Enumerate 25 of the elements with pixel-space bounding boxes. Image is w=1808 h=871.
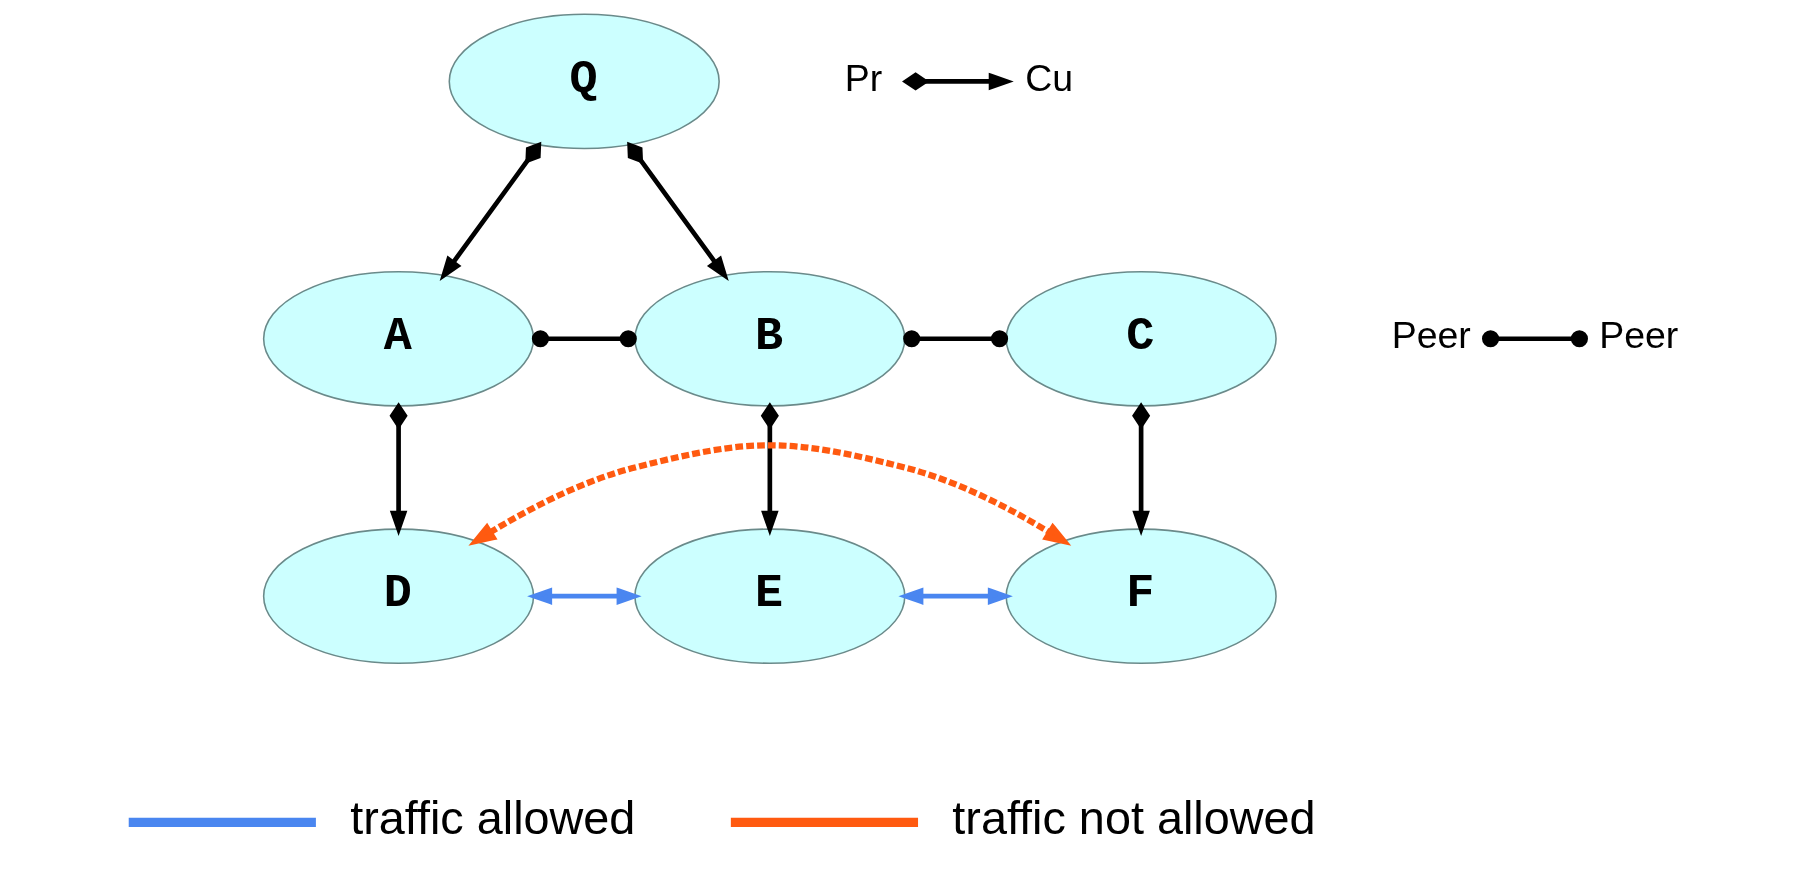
node-ellipse: C: [1005, 270, 1277, 407]
node-ellipse: A: [262, 270, 535, 407]
connector: [903, 330, 1009, 348]
connector: [531, 330, 637, 348]
arrow: [527, 587, 642, 605]
node-ellipse: F: [1005, 528, 1277, 665]
node-ellipse: Q: [448, 13, 720, 150]
arrow: [760, 402, 779, 536]
arrow: [627, 141, 729, 281]
node-text: Peer: [1599, 314, 1679, 357]
arrow: [389, 402, 408, 536]
arrow: [898, 587, 1013, 605]
node-text: Cu: [1025, 57, 1073, 100]
arrow: [902, 72, 1014, 91]
arrow: [468, 442, 1072, 546]
legend-label: traffic allowed: [350, 792, 636, 845]
node-ellipse: E: [634, 528, 906, 665]
node-text: Pr: [844, 57, 883, 100]
node-ellipse: B: [634, 270, 906, 407]
node-text: Peer: [1391, 314, 1471, 357]
node-ellipse: D: [262, 528, 535, 665]
legend-label: traffic not allowed: [952, 792, 1316, 845]
connector: [1482, 330, 1588, 348]
arrow: [439, 141, 542, 281]
arrow: [1132, 402, 1151, 536]
